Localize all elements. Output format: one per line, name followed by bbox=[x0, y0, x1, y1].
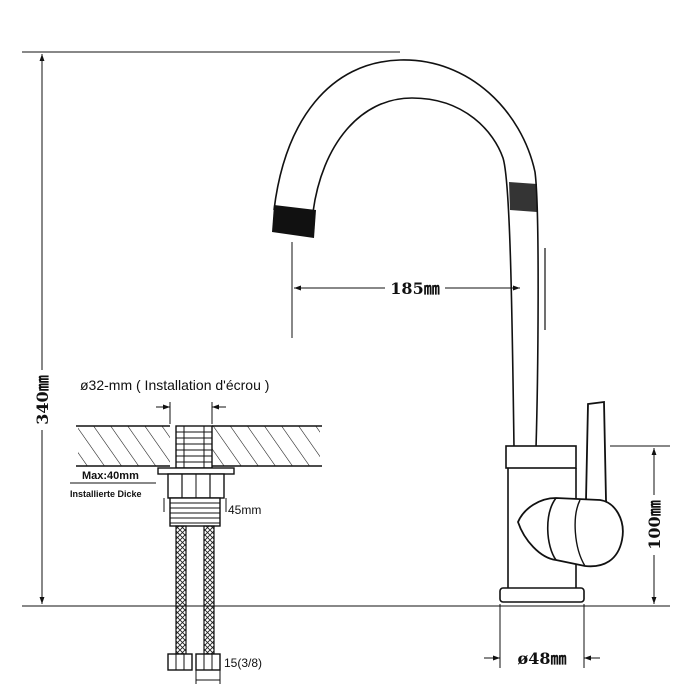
fixing-nut bbox=[167, 473, 225, 499]
total-height-dimension: 340㎜ bbox=[22, 51, 670, 607]
hole-diameter-label: ø32-mm ( Installation d'écrou ) bbox=[80, 377, 269, 393]
faucet-spout bbox=[272, 59, 546, 449]
total-height-label: 340㎜ bbox=[33, 375, 52, 424]
base-diameter-label: ø48㎜ bbox=[518, 649, 567, 668]
washer-plate bbox=[157, 467, 235, 475]
thread-depth-label: 45mm bbox=[228, 503, 261, 517]
faucet-base bbox=[499, 587, 585, 603]
spout-reach-label: 185㎜ bbox=[390, 279, 439, 298]
hose-connector-label: 15(3/8) bbox=[224, 656, 262, 670]
thickness-note-label: Installierte Dicke bbox=[70, 489, 142, 499]
base-diameter-dimension: ø48㎜ bbox=[484, 604, 600, 668]
threaded-shank bbox=[175, 425, 213, 469]
spout-reach-dimension: 185㎜ bbox=[291, 242, 520, 338]
lower-thread bbox=[169, 497, 221, 527]
hose-connectors bbox=[167, 653, 221, 671]
faucet-body bbox=[499, 445, 585, 603]
aerator-tip bbox=[272, 205, 316, 238]
body-height-dimension: 100㎜ bbox=[610, 445, 670, 604]
faucet-handle bbox=[517, 400, 624, 568]
braided-hoses bbox=[175, 525, 215, 655]
body-height-label: 100㎜ bbox=[645, 500, 664, 549]
installation-detail: ø32-mm ( Installation d'écrou ) bbox=[70, 377, 322, 684]
max-thickness-label: Max:40mm bbox=[82, 470, 139, 482]
